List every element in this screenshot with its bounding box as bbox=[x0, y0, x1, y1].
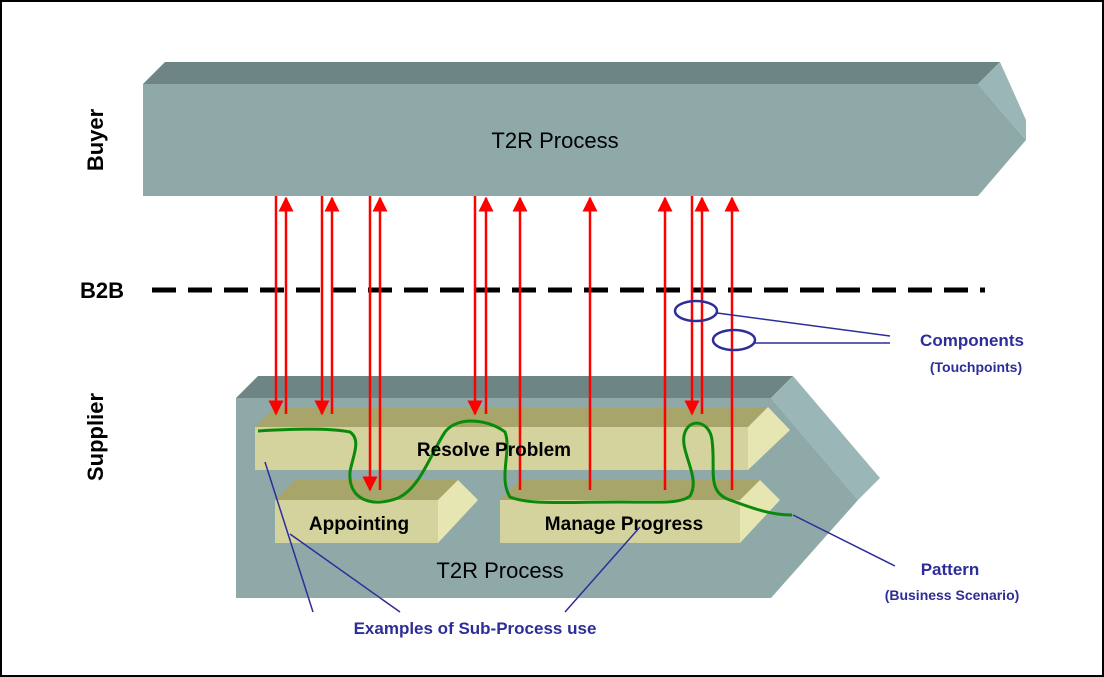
buyer-process-title: T2R Process bbox=[491, 128, 618, 153]
pattern-leader bbox=[792, 514, 896, 567]
examples-leader bbox=[264, 461, 314, 613]
components-leader bbox=[716, 312, 891, 337]
supplier-slab-side bbox=[771, 376, 880, 500]
touchpoint-ellipse bbox=[711, 328, 757, 352]
examples-leader bbox=[289, 533, 401, 613]
buyer-process-slab bbox=[143, 62, 1026, 196]
pattern-path bbox=[257, 419, 793, 517]
manage-progress-box bbox=[500, 480, 780, 543]
buyer-slab-face bbox=[143, 84, 1026, 196]
components-label: Components bbox=[920, 331, 1024, 350]
buyer-slab-side bbox=[978, 62, 1026, 140]
supplier-slab-top bbox=[236, 376, 793, 398]
interaction-arrows bbox=[268, 196, 740, 492]
examples-label: Examples of Sub-Process use bbox=[354, 619, 597, 638]
pattern-label: Pattern bbox=[921, 560, 980, 579]
buyer-label: Buyer bbox=[83, 108, 108, 171]
supplier-process-title: T2R Process bbox=[436, 558, 563, 583]
supplier-label: Supplier bbox=[83, 393, 108, 481]
examples-leader bbox=[564, 526, 641, 613]
resolve-problem-label: Resolve Problem bbox=[417, 440, 571, 461]
touchpoints-label: (Touchpoints) bbox=[930, 359, 1022, 375]
annotation-leaders bbox=[264, 312, 896, 613]
b2b-label: B2B bbox=[80, 278, 124, 303]
touchpoint-ellipse bbox=[673, 299, 719, 323]
manage-progress-label: Manage Progress bbox=[545, 514, 703, 535]
appointing-label: Appointing bbox=[309, 514, 409, 535]
buyer-slab-top bbox=[143, 62, 1000, 84]
business-scenario-label: (Business Scenario) bbox=[885, 587, 1020, 603]
